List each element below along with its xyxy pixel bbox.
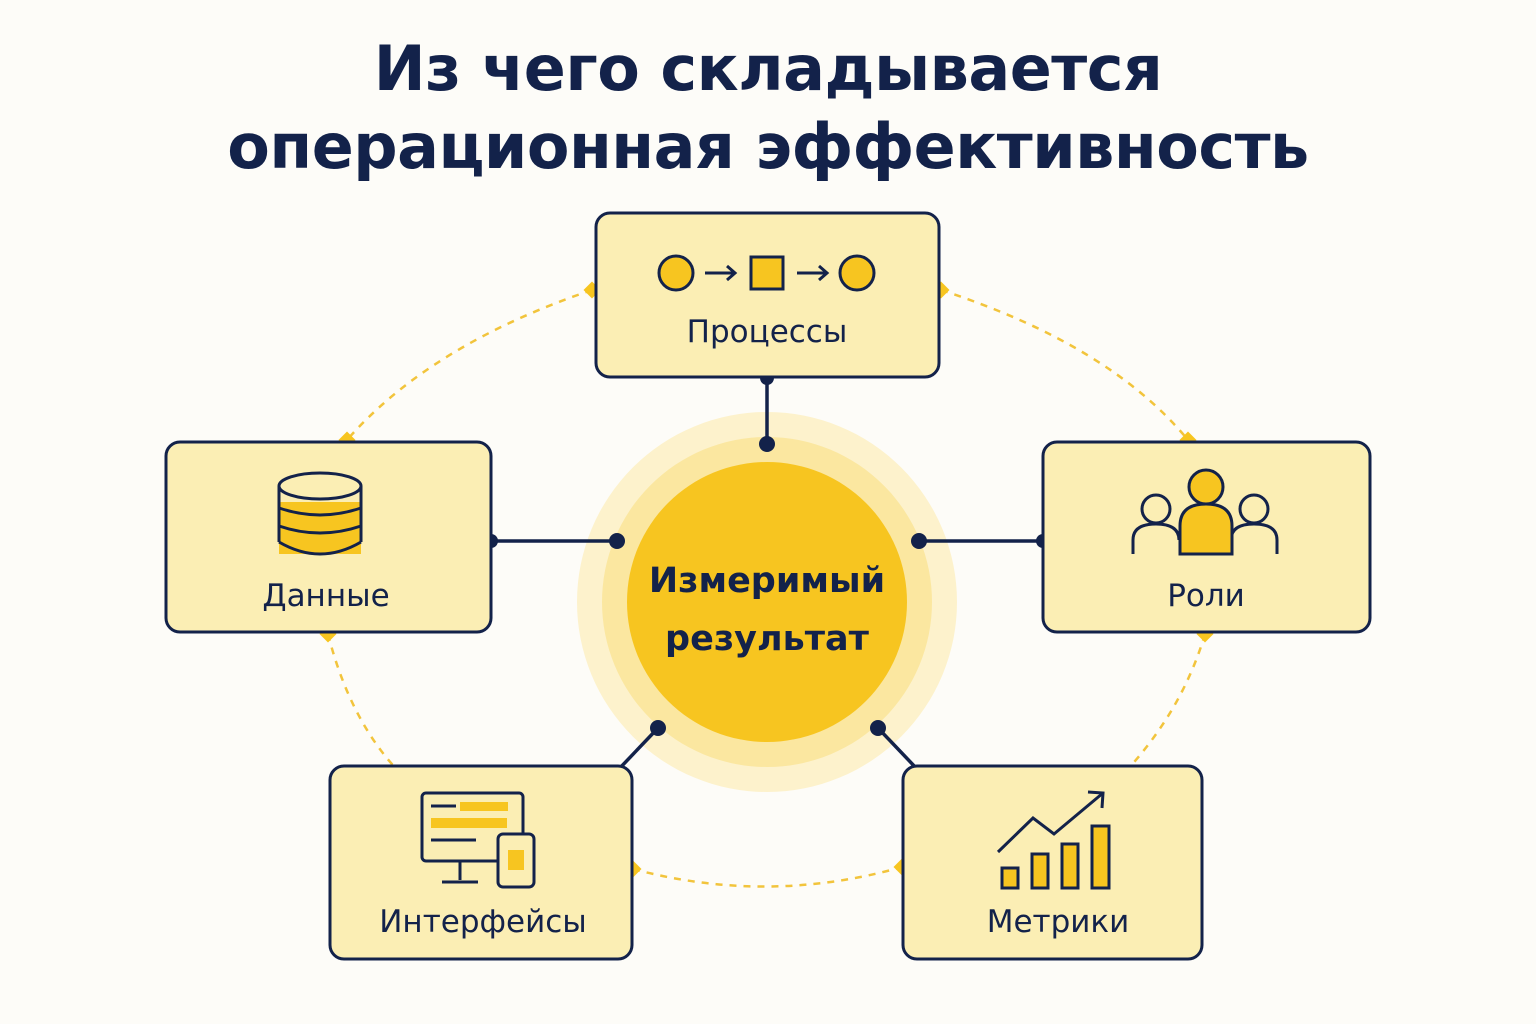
node-data: Данные bbox=[164, 440, 493, 634]
node-box bbox=[594, 211, 941, 379]
node-label: Метрики bbox=[987, 904, 1130, 940]
node-label: Процессы bbox=[687, 314, 848, 350]
devices-icon bbox=[420, 791, 536, 889]
node-interfaces: Интерфейсы bbox=[328, 764, 634, 961]
page-title-line-2: операционная эффективность bbox=[227, 110, 1309, 183]
node-roles: Роли bbox=[1041, 440, 1372, 634]
connector-dot bbox=[759, 436, 775, 452]
connector-dot bbox=[609, 533, 625, 549]
center-connectors bbox=[484, 371, 1050, 772]
node-label: Данные bbox=[262, 578, 389, 614]
node-metrics: Метрики bbox=[901, 764, 1204, 961]
center-label-line-1: Измеримый bbox=[649, 561, 885, 601]
connector-dot bbox=[870, 720, 886, 736]
database-icon bbox=[277, 471, 363, 556]
node-label: Роли bbox=[1167, 578, 1245, 614]
process-flow-icon bbox=[657, 254, 876, 292]
node-label: Интерфейсы bbox=[379, 904, 587, 940]
people-icon bbox=[1131, 468, 1279, 556]
node-processes: Процессы bbox=[594, 211, 941, 379]
connector-dot bbox=[650, 720, 666, 736]
connector-interfaces bbox=[616, 726, 660, 772]
center-result-node: Измеримый результат bbox=[577, 412, 957, 792]
node-box bbox=[901, 764, 1204, 961]
connector-dot bbox=[911, 533, 927, 549]
center-core bbox=[627, 462, 907, 742]
connector-metrics bbox=[876, 726, 920, 772]
page-title-line-1: Из чего складывается bbox=[373, 32, 1163, 105]
center-label-line-2: результат bbox=[665, 619, 870, 659]
growth-chart-icon bbox=[996, 790, 1111, 890]
